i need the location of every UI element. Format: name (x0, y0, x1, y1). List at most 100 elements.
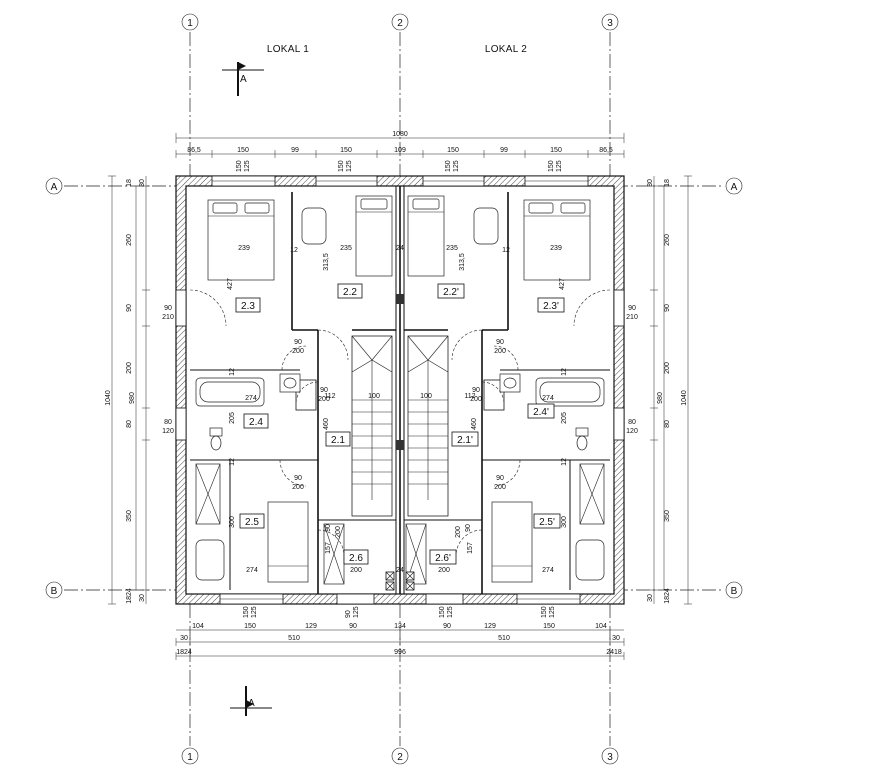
svg-text:200: 200 (292, 484, 304, 491)
dimension-bottom-sub: 30 510 510 30 (175, 635, 625, 646)
room-label-2-4p: 2.4' (527, 403, 555, 419)
svg-text:30: 30 (180, 635, 188, 642)
svg-text:157: 157 (325, 542, 332, 554)
axis-bubble-1-bottom: 1 (181, 747, 199, 765)
svg-text:134: 134 (394, 623, 406, 630)
storage-2-6p (405, 523, 427, 585)
bed-room-2-5 (195, 501, 309, 583)
svg-text:125: 125 (346, 160, 353, 172)
svg-text:210: 210 (162, 314, 174, 321)
svg-text:150: 150 (338, 160, 345, 172)
svg-text:996: 996 (394, 649, 406, 656)
svg-text:239: 239 (550, 245, 562, 252)
svg-text:200: 200 (350, 567, 362, 574)
room-label-2-6p: 2.6' (429, 549, 457, 565)
svg-text:274: 274 (245, 395, 257, 402)
svg-text:427: 427 (559, 278, 566, 290)
svg-text:980: 980 (657, 392, 664, 404)
wardrobe-left (195, 463, 221, 525)
svg-text:1824: 1824 (126, 588, 133, 604)
svg-text:150: 150 (340, 147, 352, 154)
svg-text:80: 80 (164, 419, 172, 426)
svg-text:2: 2 (397, 752, 403, 763)
axis-bubble-a-left: A (45, 177, 63, 195)
svg-text:80: 80 (126, 420, 133, 428)
bed-room-2-3 (207, 199, 275, 281)
room-label-2-1p: 2.1' (451, 431, 479, 447)
room-label-2-5p: 2.5' (533, 513, 561, 529)
svg-text:1824: 1824 (664, 588, 671, 604)
room-label-2-3: 2.3 (235, 297, 261, 313)
stairs-right (407, 335, 449, 517)
svg-text:90: 90 (164, 305, 172, 312)
axis-bubble-b-right: B (725, 581, 743, 599)
axis-bubble-2-bottom: 2 (391, 747, 409, 765)
svg-text:112: 112 (324, 393, 335, 400)
svg-text:150: 150 (543, 623, 555, 630)
svg-text:274: 274 (246, 567, 258, 574)
svg-text:90: 90 (349, 623, 357, 630)
svg-text:239: 239 (238, 245, 250, 252)
svg-text:90: 90 (496, 475, 504, 482)
svg-text:460: 460 (323, 418, 330, 430)
svg-text:2.6: 2.6 (349, 553, 363, 564)
svg-text:150: 150 (548, 160, 555, 172)
opening-tags: 90 210 90 210 80 120 80 120 90 200 90 20… (162, 305, 638, 538)
sink-right (499, 373, 521, 393)
svg-text:90: 90 (345, 610, 352, 618)
svg-text:90: 90 (294, 339, 302, 346)
svg-text:90: 90 (325, 524, 332, 532)
dimension-bottom-chain: 104 150 129 90 134 90 129 150 104 (176, 623, 624, 631)
svg-text:210: 210 (626, 314, 638, 321)
svg-text:24: 24 (396, 245, 404, 252)
svg-text:12: 12 (502, 247, 510, 254)
svg-text:30: 30 (647, 179, 654, 187)
svg-text:2.5: 2.5 (245, 517, 259, 528)
interior-walls (190, 186, 610, 594)
svg-text:350: 350 (664, 510, 671, 522)
svg-text:18: 18 (126, 179, 133, 187)
room-label-2-4: 2.4 (243, 413, 269, 429)
svg-text:2418: 2418 (606, 649, 622, 656)
bathtub-left (195, 377, 265, 407)
svg-text:104: 104 (192, 623, 204, 630)
dimension-top-overall: 1080 (175, 131, 625, 143)
svg-text:200: 200 (126, 362, 133, 374)
bed-room-2-5p (491, 501, 605, 583)
svg-text:120: 120 (626, 428, 638, 435)
svg-text:200: 200 (494, 348, 506, 355)
svg-text:2: 2 (397, 18, 403, 29)
axis-bubble-a-right: A (725, 177, 743, 195)
svg-text:24: 24 (396, 567, 404, 574)
svg-text:235: 235 (340, 245, 352, 252)
svg-text:30: 30 (139, 594, 146, 602)
bed-room-2-2p (407, 195, 499, 277)
room-label-2-5: 2.5 (239, 513, 265, 529)
svg-text:A: A (240, 74, 247, 85)
svg-text:350: 350 (126, 510, 133, 522)
svg-text:90: 90 (294, 475, 302, 482)
svg-text:460: 460 (471, 418, 478, 430)
svg-text:112: 112 (464, 393, 475, 400)
svg-text:205: 205 (561, 412, 568, 424)
svg-text:99: 99 (291, 147, 299, 154)
svg-text:1: 1 (187, 18, 193, 29)
svg-text:2.6': 2.6' (435, 553, 451, 564)
svg-text:90: 90 (472, 387, 480, 394)
svg-text:150: 150 (541, 606, 548, 618)
svg-text:150: 150 (236, 160, 243, 172)
svg-text:12: 12 (229, 458, 236, 466)
svg-text:3: 3 (607, 18, 613, 29)
svg-text:150: 150 (445, 160, 452, 172)
svg-text:B: B (731, 586, 738, 597)
svg-text:A: A (731, 182, 738, 193)
bed-room-2-3p (523, 199, 591, 281)
svg-text:80: 80 (664, 420, 671, 428)
svg-text:90: 90 (664, 304, 671, 312)
svg-text:90: 90 (320, 387, 328, 394)
svg-text:12: 12 (561, 368, 568, 376)
vent-shafts (385, 294, 415, 591)
svg-text:313,5: 313,5 (459, 253, 466, 271)
svg-text:125: 125 (556, 160, 563, 172)
